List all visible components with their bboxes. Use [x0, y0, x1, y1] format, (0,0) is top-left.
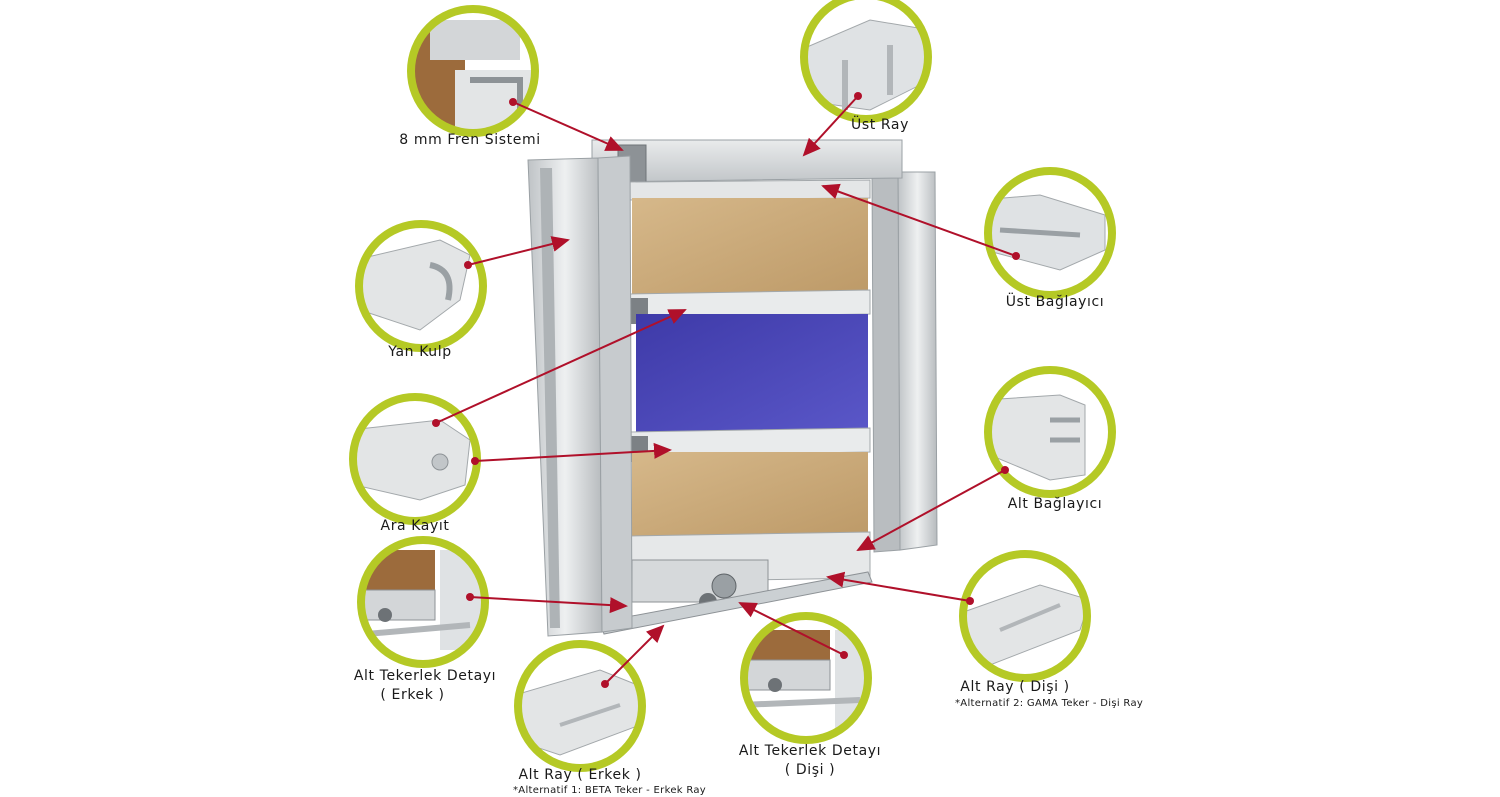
arrow-alt-baglayici — [856, 469, 1006, 551]
note-alt-ray-disi: *Alternatif 2: GAMA Teker - Dişi Ray — [955, 698, 1144, 709]
arrow-fren — [512, 101, 624, 151]
callout-alt-tekerlek-erkek-circle — [357, 536, 489, 668]
label-alt-tekerlek-disi-sub: ( Dişi ) — [784, 762, 836, 778]
side-handle-profile — [527, 157, 603, 637]
arrow-ara-kayit-upper — [435, 309, 687, 424]
label-ara-kayit: Ara Kayıt — [380, 518, 450, 534]
label-alt-tekerlek-disi: Alt Tekerlek Detayı — [738, 743, 882, 759]
arrow-alt-tekerlek-erkek — [469, 596, 628, 614]
arrow-alt-tekerlek-disi — [738, 602, 845, 656]
label-yan-kulp: Yan Kulp — [388, 344, 452, 360]
arrow-ust-baglayici — [821, 183, 1017, 257]
arrow-ust-ray — [802, 95, 859, 157]
callout-ust-baglayici-circle — [984, 167, 1116, 299]
label-ust-ray: Üst Ray — [851, 117, 909, 133]
arrow-alt-ray-erkek — [604, 624, 665, 685]
label-ust-baglayici: Üst Bağlayıcı — [1005, 294, 1105, 310]
leader-dots — [432, 92, 1020, 688]
label-alt-tekerlek-erkek: Alt Tekerlek Detayı — [353, 668, 497, 684]
callout-alt-tekerlek-disi-circle — [740, 612, 872, 744]
callout-ara-kayit-circle — [349, 393, 481, 525]
callout-fren-circle — [407, 5, 539, 137]
arrow-ara-kayit-lower — [474, 442, 672, 462]
label-alt-ray-disi: Alt Ray ( Dişi ) — [960, 679, 1070, 695]
label-alt-baglayici: Alt Bağlayıcı — [1007, 496, 1103, 512]
note-alt-ray-erkek: *Alternatif 1: BETA Teker - Erkek Ray — [513, 785, 707, 796]
arrow-alt-ray-disi — [826, 571, 971, 602]
door-assembly — [527, 139, 938, 637]
callout-alt-ray-erkek-circle — [514, 640, 646, 772]
right-jamb-profile — [897, 171, 938, 551]
upper-wood-panel — [632, 198, 868, 294]
callout-yan-kulp-circle — [355, 220, 487, 352]
leader-arrows — [435, 95, 1017, 685]
callout-ust-ray-circle — [800, 0, 932, 123]
label-fren-sistemi: 8 mm Fren Sistemi — [399, 132, 541, 148]
label-alt-ray-erkek: Alt Ray ( Erkek ) — [518, 767, 642, 783]
glass-panel — [636, 314, 868, 432]
label-alt-tekerlek-erkek-sub: ( Erkek ) — [380, 687, 445, 703]
lower-wood-panel — [632, 452, 868, 536]
callout-alt-baglayici-circle — [984, 366, 1116, 498]
arrow-yan-kulp — [467, 236, 570, 266]
callout-alt-ray-disi-circle — [959, 550, 1091, 682]
